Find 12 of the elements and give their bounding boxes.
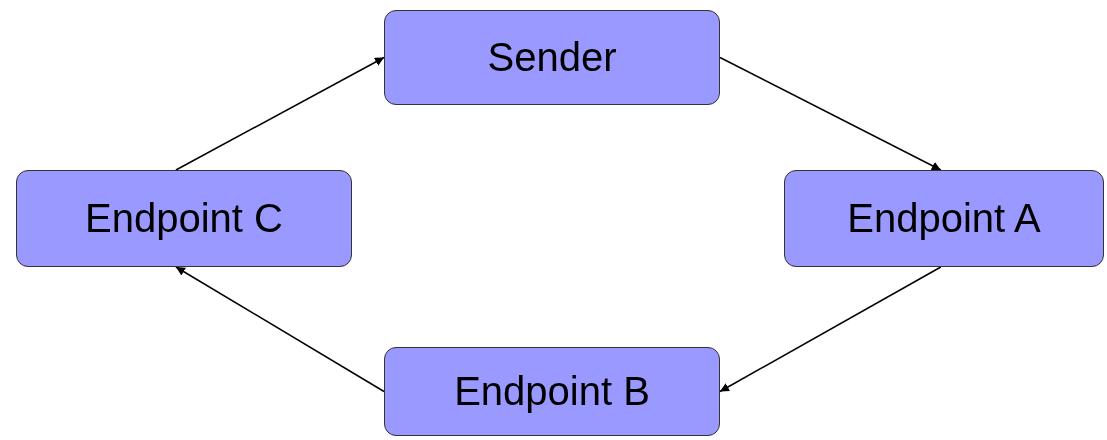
process-box bbox=[384, 347, 720, 436]
node-label: Sender bbox=[487, 35, 617, 80]
process-box bbox=[784, 170, 1104, 267]
arrow bbox=[719, 266, 942, 393]
arrow bbox=[175, 56, 385, 171]
process-box bbox=[384, 10, 720, 105]
node-label: Endpoint A bbox=[847, 196, 1041, 241]
arrow bbox=[175, 266, 385, 393]
arrow bbox=[719, 56, 942, 171]
node-label: Endpoint B bbox=[454, 369, 650, 414]
process-box bbox=[16, 170, 352, 267]
node-label: Endpoint C bbox=[85, 196, 283, 241]
